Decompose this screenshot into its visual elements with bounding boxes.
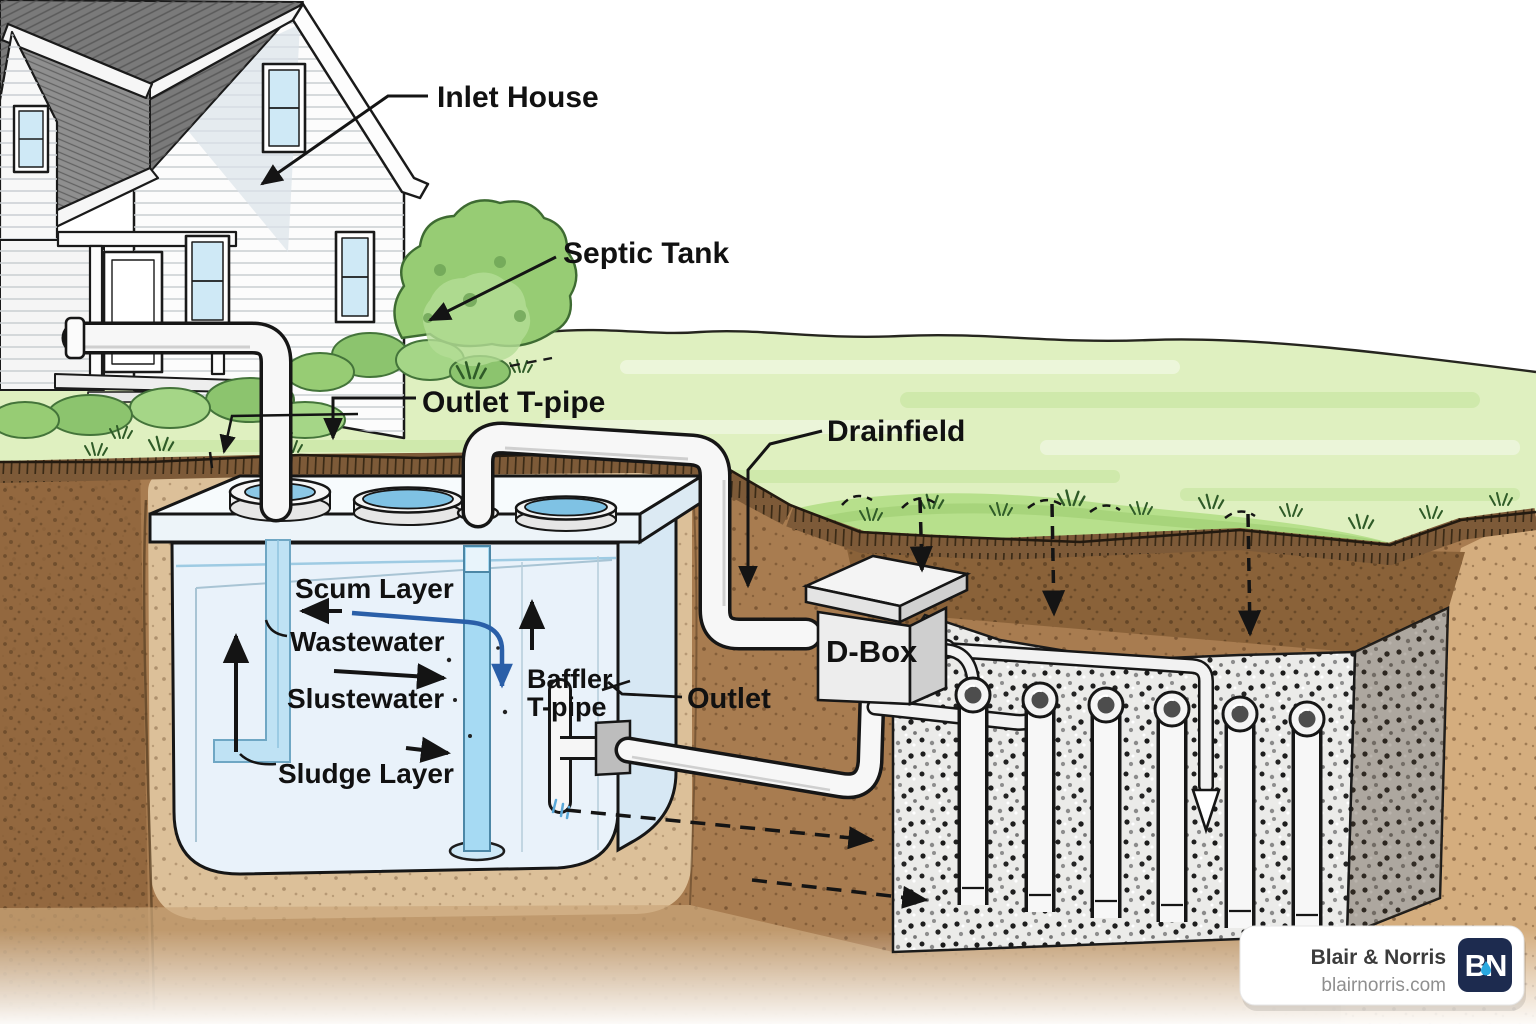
branding-website: blairnorris.com xyxy=(1321,975,1446,996)
drainfield-pipes xyxy=(954,676,1326,932)
tank-waterline xyxy=(175,556,617,568)
wastewater-flow-arrow xyxy=(351,610,513,689)
pipe-coupling xyxy=(64,316,86,360)
d-box: D-Box xyxy=(801,554,972,707)
callout-labels: Inlet House Septic Tank Outlet T-pipe Dr… xyxy=(260,81,965,789)
label-drainfield: Drainfield xyxy=(827,415,965,448)
leader-arrow-septic-tank xyxy=(427,255,557,322)
tank-lid-2 xyxy=(352,486,464,526)
house-wing-wall xyxy=(0,30,59,242)
leader-arrow-drainfield xyxy=(738,429,823,589)
label-wastewater: Wastewater xyxy=(290,626,445,657)
label-baffler-line2: T-pipe xyxy=(527,692,607,722)
horizon-line xyxy=(544,328,1536,374)
outlet-riser-water-column xyxy=(446,545,508,862)
label-inlet-house: Inlet House xyxy=(437,81,599,114)
house-windows xyxy=(184,62,376,328)
tank-lid-3 xyxy=(514,495,618,532)
label-scum-layer: Scum Layer xyxy=(295,573,454,604)
outlet-t-pipe-run xyxy=(456,421,823,651)
leader-line-outlet xyxy=(607,680,683,699)
flow-down-arrow xyxy=(1191,788,1221,835)
tank-outlet-pipe xyxy=(614,684,886,800)
seepage-arrows xyxy=(208,412,1262,909)
water-droplet-icon xyxy=(1481,961,1491,976)
roof-fascia xyxy=(291,2,430,200)
label-sludge-layer: Sludge Layer xyxy=(278,758,454,789)
leader-arrow-inlet-house xyxy=(260,94,428,186)
label-baffler-line1: Baffler xyxy=(527,664,613,694)
porch-post xyxy=(88,244,104,382)
inlet-pipe xyxy=(61,316,293,523)
label-outlet-t-pipe: Outlet T-pipe xyxy=(422,386,605,419)
label-slustewater: Slustewater xyxy=(287,683,444,714)
label-outlet: Outlet xyxy=(687,683,771,715)
label-septic-tank: Septic Tank xyxy=(563,237,729,270)
house-illustration xyxy=(0,0,430,440)
tank-flow-arrows xyxy=(222,597,631,766)
branding-card: Blair & Norris blairnorris.com BN xyxy=(1239,925,1526,1011)
d-box-label: D-Box xyxy=(826,634,918,669)
branding-company: Blair & Norris xyxy=(1311,946,1446,969)
bn-logo-icon: BN xyxy=(1458,938,1512,992)
leader-arrow-outlet-t-pipe xyxy=(323,396,416,441)
